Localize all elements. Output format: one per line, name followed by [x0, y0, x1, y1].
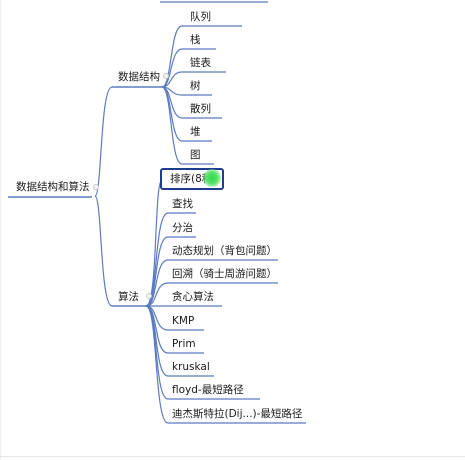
connector-algorithm-dp	[145, 259, 278, 307]
canvas-left-edge	[0, 0, 1, 460]
connector-root-structure	[94, 86, 113, 197]
node-dynamic-programming[interactable]: 动态规划（背包问题）	[172, 245, 277, 257]
node-search[interactable]: 查找	[172, 198, 193, 210]
node-queue[interactable]: 队列	[190, 11, 211, 23]
branch-algorithms-label[interactable]: 算法	[118, 291, 139, 303]
connector-algorithm-divide	[145, 236, 196, 307]
node-stack[interactable]: 栈	[190, 34, 201, 46]
root-collapse-toggle[interactable]	[93, 184, 99, 190]
branch-data-structures-collapse-toggle[interactable]	[163, 73, 169, 79]
node-tree[interactable]: 树	[190, 80, 201, 92]
node-floyd[interactable]: floyd-最短路径	[172, 384, 244, 396]
branch-algorithms-collapse-toggle[interactable]	[146, 293, 152, 299]
node-hash[interactable]: 散列	[190, 103, 211, 115]
connector-algorithm-search	[145, 212, 196, 307]
connector-structure-tree	[161, 86, 212, 96]
connector-structure-graph	[161, 86, 214, 165]
connector-algorithm-dijkstra	[145, 305, 306, 424]
node-kmp[interactable]: KMP	[172, 315, 195, 327]
connector-algorithm-backtrack	[145, 282, 278, 307]
connector-structure-stack	[161, 48, 216, 88]
node-backtracking[interactable]: 回溯（骑士周游问题）	[172, 268, 277, 280]
node-dijkstra[interactable]: 迪杰斯特拉(Dij...)-最短路径	[172, 408, 303, 420]
node-heap[interactable]: 堆	[190, 126, 201, 138]
node-greedy[interactable]: 贪心算法	[172, 291, 214, 303]
pointer-highlight-icon	[203, 169, 221, 187]
node-divide-conquer[interactable]: 分治	[172, 222, 193, 234]
node-linked-list[interactable]: 链表	[190, 57, 211, 69]
node-kruskal[interactable]: kruskal	[172, 361, 210, 373]
connector-algorithm-sort	[145, 179, 163, 307]
connector-structure-list	[161, 71, 226, 88]
branch-data-structures-label[interactable]: 数据结构	[118, 71, 160, 83]
canvas-bottom-edge	[0, 456, 465, 457]
connector-root-algorithm	[94, 195, 113, 307]
root-node-label[interactable]: 数据结构和算法	[16, 181, 90, 193]
connector-structure-queue	[161, 25, 242, 88]
node-graph[interactable]: 图	[190, 149, 201, 161]
node-prim[interactable]: Prim	[172, 338, 196, 350]
